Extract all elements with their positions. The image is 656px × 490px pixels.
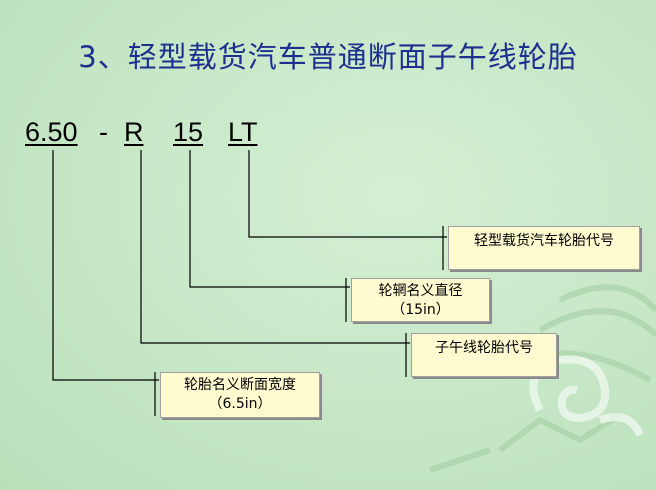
code-rim-diameter: 15 [173,117,204,147]
code-dash: - [99,117,108,147]
connector-rim [189,150,350,288]
label-rim-diameter: 轮辋名义直径 [378,283,463,299]
code-tire-type: LT [228,117,258,147]
label-section-width: 轮胎名义断面宽度 [184,377,296,393]
label-box-section-width: 轮胎名义断面宽度 （6.5in） [160,372,320,418]
label-box-radial: 子午线轮胎代号 [411,333,557,377]
label-width-value: （6.5in） [208,396,272,412]
label-tire-type: 轻型载货汽车轮胎代号 [474,233,614,249]
label-box-tire-type: 轻型载货汽车轮胎代号 [448,226,640,270]
label-radial: 子午线轮胎代号 [435,340,533,356]
connector-width [52,150,159,381]
connector-type [248,150,447,238]
label-box-rim-diameter: 轮辋名义直径 （15in） [351,278,490,322]
label-rim-value: （15in） [391,302,450,318]
code-section-width: 6.50 [25,117,78,147]
page-title: 3、轻型载货汽车普通断面子午线轮胎 [78,40,578,74]
code-radial-mark: R [124,117,144,147]
connector-radial [140,150,410,344]
